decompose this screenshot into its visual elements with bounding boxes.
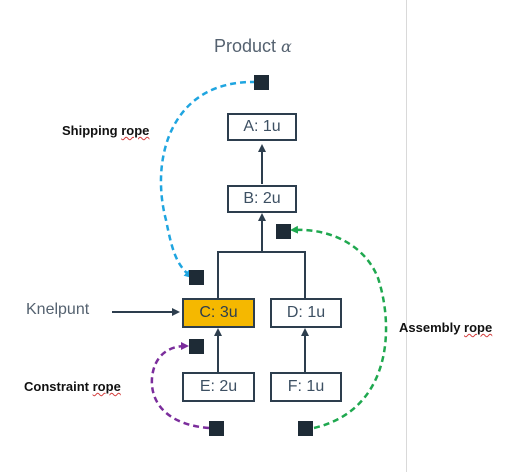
node-c-bottleneck: C: 3u bbox=[182, 298, 255, 328]
shipping-rope-start-marker bbox=[189, 270, 204, 285]
shipping-rope bbox=[159, 80, 257, 278]
page-divider bbox=[406, 0, 407, 472]
node-a: A: 1u bbox=[227, 113, 297, 141]
constraint-rope-label: Constraint rope bbox=[24, 379, 121, 394]
shipping-rope-end-marker bbox=[254, 75, 269, 90]
node-e: E: 2u bbox=[182, 372, 255, 402]
node-f: F: 1u bbox=[270, 372, 342, 402]
constraint-rope-start-marker bbox=[209, 421, 224, 436]
constraint-rope bbox=[150, 342, 210, 430]
assembly-rope-end-marker bbox=[276, 224, 291, 239]
assembly-rope-start-marker bbox=[298, 421, 313, 436]
product-title: Product α bbox=[214, 36, 292, 56]
bottleneck-label: Knelpunt bbox=[26, 301, 90, 318]
assembly-rope-label: Assembly rope bbox=[399, 320, 493, 335]
edge-c-d-merge bbox=[217, 251, 306, 298]
constraint-rope-end-marker bbox=[189, 339, 204, 354]
assembly-rope bbox=[290, 225, 388, 430]
node-d: D: 1u bbox=[270, 298, 342, 328]
shipping-rope-label: Shipping rope bbox=[62, 123, 150, 138]
node-b: B: 2u bbox=[227, 185, 297, 213]
